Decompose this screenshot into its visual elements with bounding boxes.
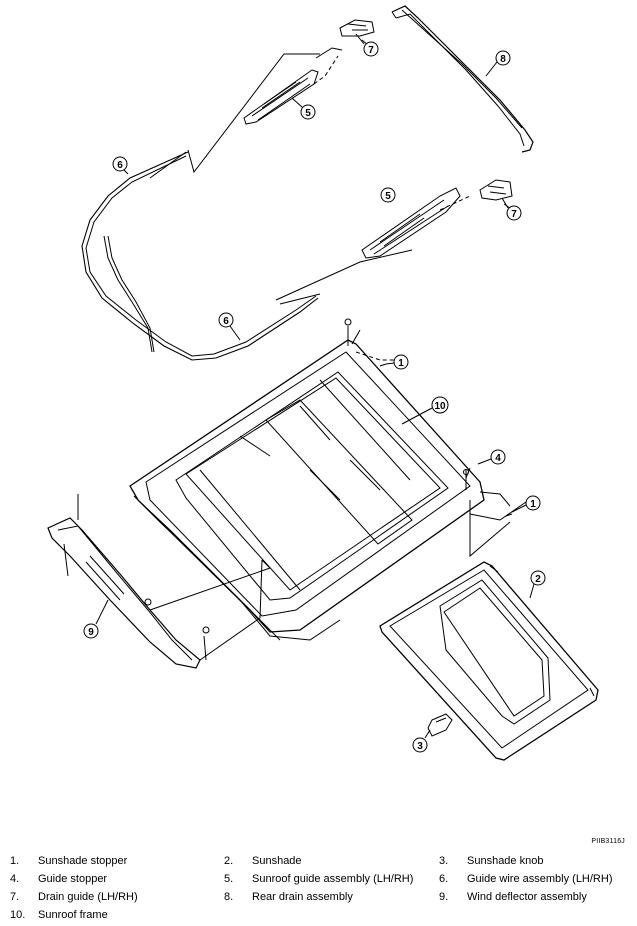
legend-item: 4. Guide stopper [10,873,107,885]
sunshade-knob [427,713,453,737]
legend-num: 6. [439,873,449,885]
legend-item: 3. Sunshade knob [439,855,543,867]
legend-label: Wind deflector assembly [467,891,587,903]
svg-text:9: 9 [88,627,94,638]
legend-item: 7. Drain guide (LH/RH) [10,891,138,903]
svg-text:3: 3 [417,741,423,752]
callout-10: 10 [401,396,449,425]
svg-text:1: 1 [530,499,536,510]
legend-num: 4. [10,873,20,885]
exploded-parts-diagram: 7 8 5 6 5 7 6 1 10 4 1 2 [47,5,599,761]
legend-item: 5. Sunroof guide assembly (LH/RH) [224,873,413,885]
legend-num: 9. [439,891,449,903]
legend-item: 1. Sunshade stopper [10,855,127,867]
legend-num: 7. [10,891,20,903]
svg-text:7: 7 [511,209,517,220]
sunshade [379,561,599,761]
drain-guide-right [479,179,513,209]
wind-deflector-assembly [47,494,271,669]
svg-text:4: 4 [495,453,501,464]
svg-text:5: 5 [385,191,391,202]
legend-num: 8. [224,891,234,903]
legend-label: Sunshade [252,855,302,867]
callout-6b: 6 [218,312,241,341]
sunroof-guide-right [361,187,471,259]
legend-item: 8. Rear drain assembly [224,891,353,903]
svg-text:2: 2 [535,574,541,585]
legend-label: Rear drain assembly [252,891,353,903]
callout-1b: 1 [511,495,541,513]
callout-2: 2 [529,570,546,599]
guide-wire-assembly [81,53,413,361]
callout-5b: 5 [380,187,396,203]
svg-text:5: 5 [305,108,311,119]
legend-num: 2. [224,855,234,867]
callout-4: 4 [477,449,506,465]
svg-text:10: 10 [434,401,446,412]
legend-item: 9. Wind deflector assembly [439,891,587,903]
svg-text:7: 7 [368,45,374,56]
legend-num: 3. [439,855,449,867]
callout-3: 3 [412,729,431,753]
legend-num: 5. [224,873,234,885]
callout-5a: 5 [291,97,316,120]
legend-label: Guide wire assembly (LH/RH) [467,873,613,885]
svg-text:1: 1 [398,358,404,369]
legend-label: Sunroof frame [38,909,108,921]
legend-num: 1. [10,855,20,867]
legend-item: 10. Sunroof frame [10,909,108,921]
svg-text:8: 8 [500,54,506,65]
callout-6a: 6 [112,156,129,175]
callout-1a: 1 [385,354,409,370]
sunroof-guide-top [243,47,343,125]
legend-label: Drain guide (LH/RH) [38,891,138,903]
legend-label: Guide stopper [38,873,108,885]
legend-label: Sunshade knob [467,855,544,867]
callout-9: 9 [83,599,109,639]
svg-text:6: 6 [117,160,123,171]
legend-label: Sunroof guide assembly (LH/RH) [252,873,414,885]
callout-7a: 7 [361,39,379,57]
callout-7b: 7 [503,203,522,221]
svg-text:6: 6 [223,316,229,327]
callout-8: 8 [485,50,511,77]
legend-item: 2. Sunshade [224,855,302,867]
bolts [144,318,513,634]
legend-label: Sunshade stopper [38,855,128,867]
rear-drain-assembly [391,5,534,153]
legend-item: 6. Guide wire assembly (LH/RH) [439,873,612,885]
legend-num: 10. [10,909,26,921]
drain-guide-top [339,19,375,45]
sunroof-frame [129,326,527,641]
figure-reference: PIIB3116J [591,838,625,845]
